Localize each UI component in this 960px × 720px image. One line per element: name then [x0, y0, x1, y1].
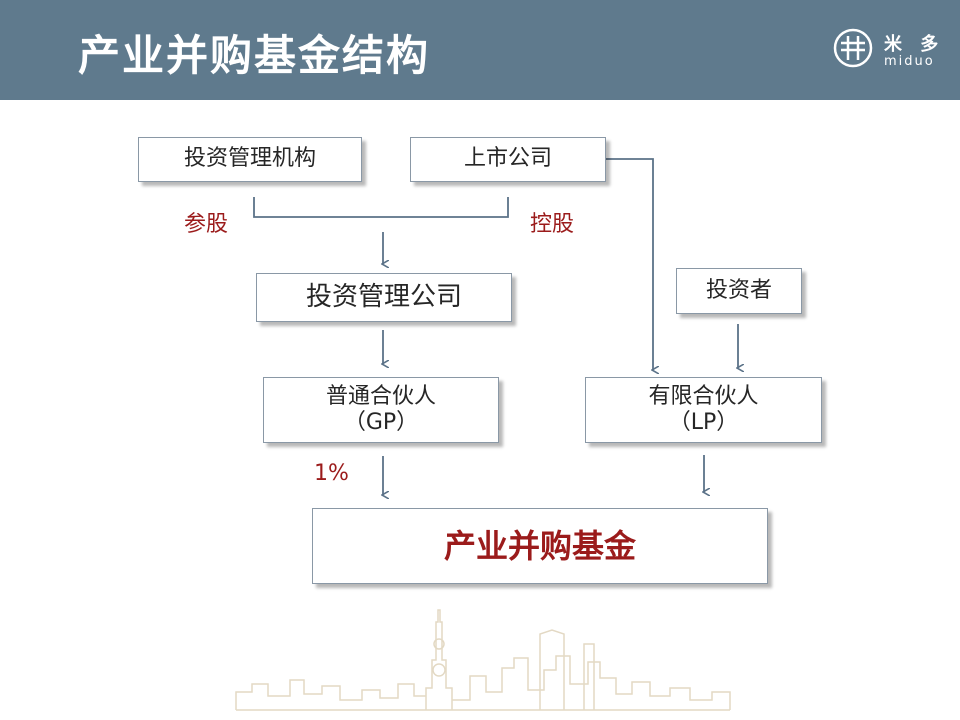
node-investor: 投资者: [676, 268, 802, 314]
label-gp-share: 1%: [314, 461, 349, 486]
node-label-line2: （LP）: [669, 410, 739, 436]
node-label: 投资管理公司: [306, 282, 462, 313]
node-label-line1: 普通合伙人: [326, 384, 436, 410]
arrow-listed-to-lp: [606, 159, 653, 370]
node-gp: 普通合伙人 （GP）: [263, 377, 499, 443]
join-bracket: [254, 197, 508, 217]
city-skyline-watermark: [0, 600, 960, 712]
label-controlling-stake: 控股: [530, 206, 574, 238]
node-investment-mgmt-org: 投资管理机构: [138, 137, 362, 182]
node-label: 投资者: [706, 278, 772, 304]
node-lp: 有限合伙人 （LP）: [585, 377, 822, 443]
node-label: 投资管理机构: [184, 146, 316, 172]
node-investment-mgmt-company: 投资管理公司: [256, 273, 512, 322]
node-label: 产业并购基金: [444, 527, 636, 565]
label-equity-participation: 参股: [184, 206, 228, 238]
node-listed-company: 上市公司: [410, 137, 606, 182]
node-label: 上市公司: [464, 146, 552, 172]
node-fund: 产业并购基金: [312, 508, 768, 584]
node-label-line2: （GP）: [344, 410, 418, 436]
node-label-line1: 有限合伙人: [648, 384, 758, 410]
